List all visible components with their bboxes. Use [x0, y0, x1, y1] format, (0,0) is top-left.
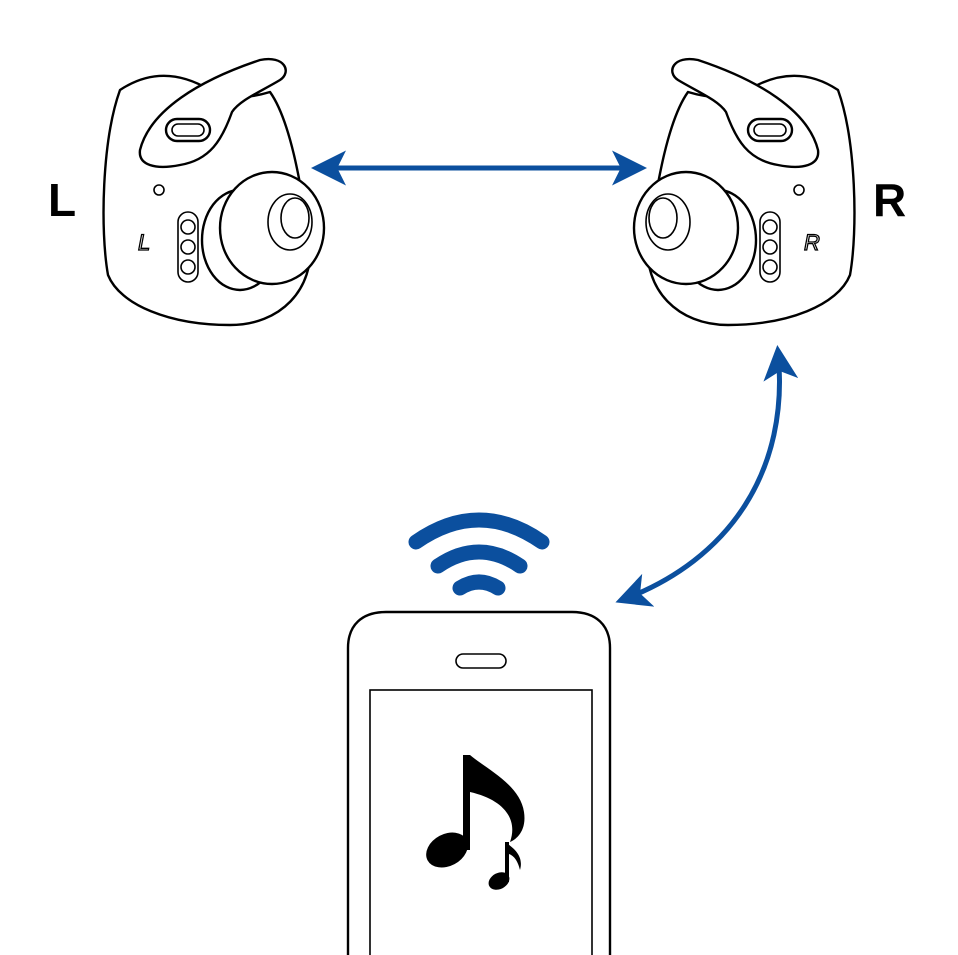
right-earbud-icon: R: [632, 57, 856, 327]
right-label: R: [873, 174, 906, 226]
right-earbud-mark: R: [804, 230, 820, 255]
music-note-icon: [426, 755, 525, 890]
curved-double-arrow-icon: [615, 345, 799, 607]
left-label: L: [48, 174, 76, 226]
left-earbud-icon: L: [102, 57, 326, 327]
wireless-signal-icon: [408, 512, 550, 596]
left-earbud-mark: L: [138, 230, 150, 255]
